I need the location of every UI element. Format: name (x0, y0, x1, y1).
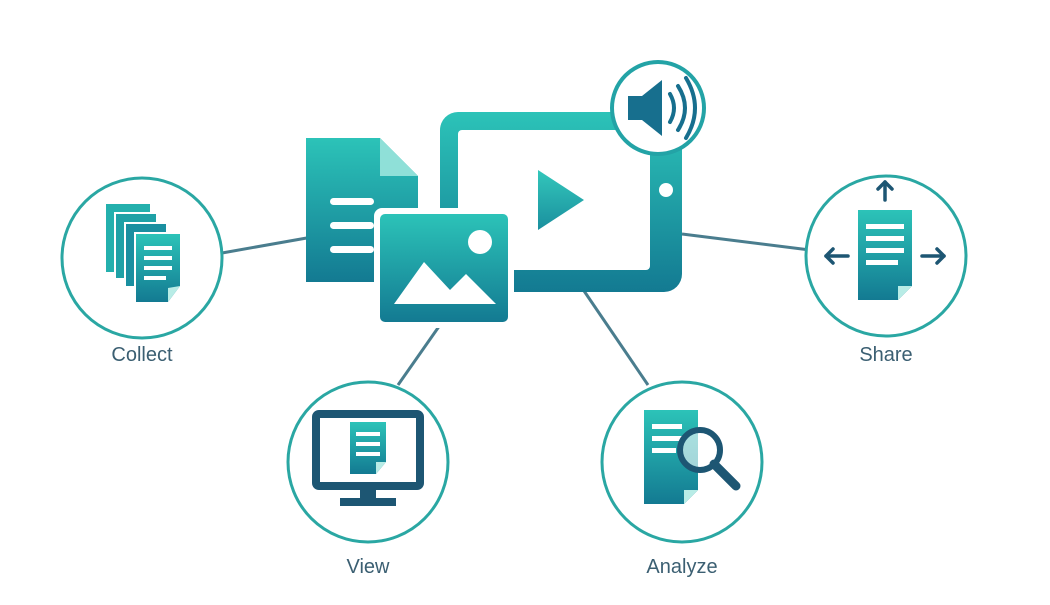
connector-view (396, 324, 442, 386)
share-label: Share (859, 344, 913, 366)
image-icon (374, 208, 514, 328)
document-stack-icon (106, 204, 182, 304)
connector-lines (221, 232, 811, 386)
analyze-node (600, 380, 764, 544)
collect-node (60, 176, 224, 340)
analyze-label: Analyze (646, 556, 718, 578)
connector-share (681, 232, 811, 252)
share-node (804, 174, 968, 338)
view-label: View (346, 556, 390, 578)
document-magnifier-icon (644, 410, 741, 504)
collect-label: Collect (111, 344, 173, 366)
document-share-arrows-icon (824, 180, 946, 300)
connector-analyze (578, 284, 650, 386)
connector-collect (221, 234, 319, 255)
view-node (286, 380, 450, 544)
play-icon (538, 170, 584, 230)
speaker-icon (610, 60, 706, 156)
monitor-document-icon (312, 410, 424, 506)
